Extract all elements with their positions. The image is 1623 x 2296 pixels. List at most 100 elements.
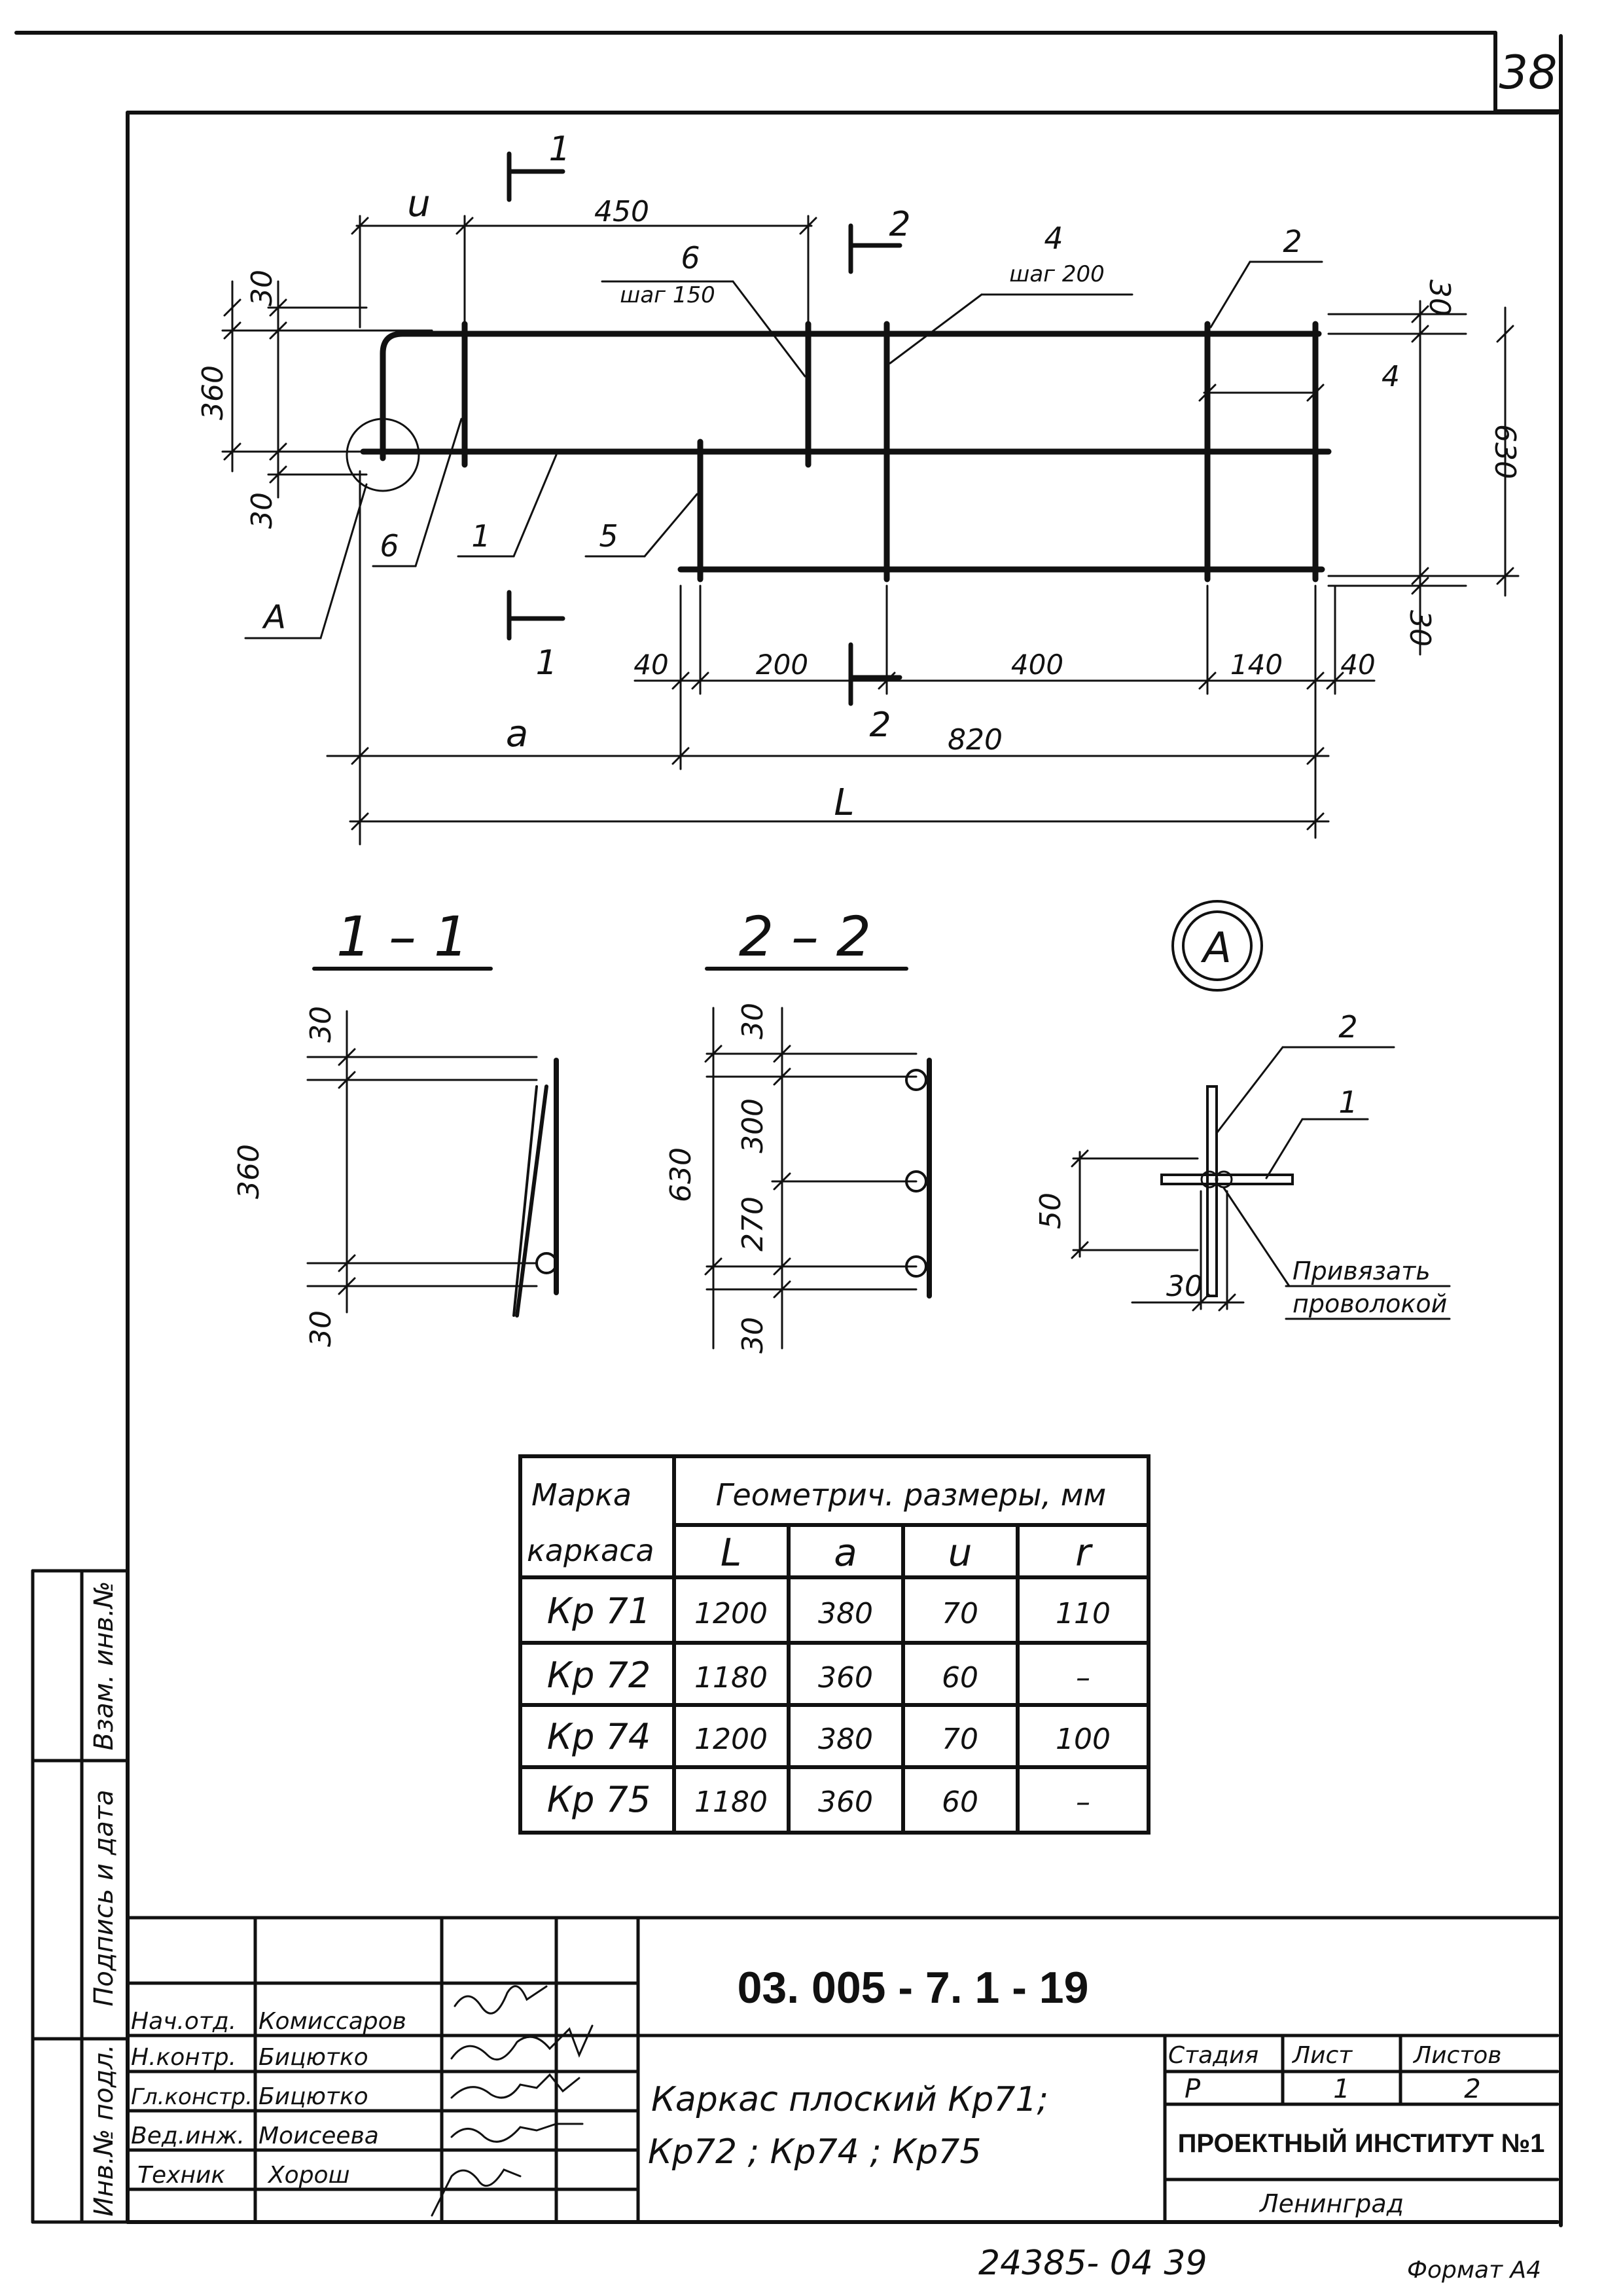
section-2-2-dim-300: 300	[736, 1098, 770, 1153]
plan-dim-360: 360	[196, 365, 230, 420]
plan-section-1-bot: 1	[535, 643, 557, 683]
section-1-1-dim-360: 360	[232, 1144, 266, 1199]
table-row-4-mark: Кр 75	[547, 1779, 651, 1820]
plan-section-1-top: 1	[548, 130, 570, 169]
plan-dim-30-top: 30	[245, 270, 279, 306]
detail-A-callout-1: 1	[1338, 1085, 1357, 1120]
plan-callout-4-top: 4	[1044, 221, 1063, 256]
plan-section-marks	[507, 151, 902, 706]
plan-callout-A: A	[262, 598, 286, 636]
tb-stage-label: Стадия	[1168, 2042, 1258, 2069]
footer-archive: 24385- 04 39	[978, 2244, 1207, 2283]
detail-A-note-line2: проволокой	[1293, 1289, 1447, 1318]
plan-leaders	[244, 260, 1323, 639]
table-header-mark-line2: каркаса	[527, 1533, 654, 1568]
plan-dim-40-left: 40	[633, 649, 668, 681]
plan-callout-6-step: шаг 150	[620, 282, 715, 308]
side-stamp-inv: Инв.№ подл.	[89, 2044, 119, 2216]
table-row-2-r: –	[1076, 1661, 1090, 1695]
footer-format: Формат А4	[1407, 2257, 1541, 2284]
plan-callout-4-step: шаг 200	[1009, 261, 1105, 287]
tb-sheet: 1	[1333, 2074, 1349, 2104]
detail-A-graphics	[1071, 900, 1451, 1320]
table-col-u: u	[948, 1530, 972, 1575]
section-1-1-dim-30-bot: 30	[304, 1310, 338, 1347]
table-row-2-a: 360	[818, 1661, 873, 1695]
sheet-number: 38	[1499, 46, 1557, 99]
tb-role-5: Техник	[137, 2162, 225, 2189]
tb-org: ПРОЕКТНЫЙ ИНСТИТУТ №1	[1178, 2128, 1545, 2158]
section-2-2-dim-30-top: 30	[736, 1003, 770, 1039]
detail-A-dim-30: 30	[1166, 1270, 1203, 1303]
tb-name-3: Бицютко	[259, 2083, 368, 2110]
plan-dimension-lines	[221, 215, 1520, 846]
tb-sheets: 2	[1464, 2074, 1480, 2104]
table-row-3-u: 70	[942, 1723, 978, 1756]
plan-dim-30-mid: 30	[245, 492, 279, 529]
table-row-2-u: 60	[942, 1661, 978, 1695]
table-row-2-mark: Кр 72	[547, 1655, 651, 1696]
side-stamp-frame	[31, 1569, 130, 2224]
plan-dim-140: 140	[1230, 649, 1283, 681]
tb-name-2: Бицютко	[259, 2044, 368, 2071]
plan-dim-450: 450	[594, 195, 649, 228]
plan-dim-L: L	[834, 781, 854, 824]
tb-name-5: Хорош	[267, 2162, 350, 2189]
detail-A-title: A	[1200, 924, 1232, 973]
tb-name-1: Комиссаров	[259, 2008, 406, 2035]
table-grid	[518, 1454, 1150, 1835]
tb-role-2: Н.контр.	[131, 2044, 236, 2071]
detail-A-note-line1: Привязать	[1293, 1257, 1431, 1285]
sheet-frame	[14, 31, 1563, 2227]
plan-dim-200: 200	[756, 649, 808, 681]
section-2-2-title: 2 – 2	[739, 905, 871, 969]
side-stamp-vzam: Взам. инв.№	[89, 1581, 119, 1751]
section-1-1-graphics	[306, 967, 559, 1318]
plan-section-2-bot: 2	[869, 706, 891, 745]
tb-title-line2: Кр72 ; Кр74 ; Кр75	[648, 2132, 981, 2172]
plan-callout-6-bot: 6	[380, 528, 399, 564]
plan-dim-820: 820	[948, 723, 1003, 757]
table-row-2-L: 1180	[694, 1661, 768, 1695]
tb-code: 03. 005 - 7. 1 - 19	[738, 1963, 1089, 2013]
table-row-4-r: –	[1076, 1785, 1090, 1819]
table-col-r: r	[1075, 1530, 1093, 1575]
section-2-2-dim-30-bot: 30	[736, 1317, 770, 1354]
table-row-1-a: 380	[818, 1597, 873, 1630]
tb-sheets-label: Листов	[1412, 2042, 1501, 2069]
section-2-2-dim-270: 270	[736, 1196, 770, 1251]
table-row-1-L: 1200	[694, 1597, 768, 1630]
section-1-1-title: 1 – 1	[336, 905, 469, 969]
table-row-1-r: 110	[1056, 1597, 1111, 1630]
plan-dim-40-right: 40	[1340, 649, 1375, 681]
tb-role-3: Гл.констр.	[131, 2084, 253, 2110]
plan-callout-1-bot: 1	[471, 518, 490, 554]
table-row-1-u: 70	[942, 1597, 978, 1630]
section-2-2-dim-630: 630	[664, 1147, 698, 1202]
table-row-4-L: 1180	[694, 1785, 768, 1819]
detail-A-callout-2: 2	[1338, 1009, 1357, 1045]
plan-dim-630: 630	[1488, 424, 1522, 479]
section-1-1-dim-30-top: 30	[304, 1006, 338, 1043]
tb-sheet-label: Лист	[1291, 2042, 1353, 2069]
tb-name-4: Моисеева	[259, 2123, 379, 2149]
plan-dim-u: u	[407, 183, 431, 225]
table-header-mark-line1: Марка	[531, 1477, 632, 1513]
table-row-3-a: 380	[818, 1723, 873, 1756]
tb-title-line1: Каркас плоский Кр71;	[651, 2080, 1048, 2119]
title-block-grid	[126, 1916, 1560, 2224]
plan-dim-30-right-top: 30	[1423, 279, 1456, 316]
plan-section-2-top: 2	[889, 205, 910, 244]
tb-city: Ленинград	[1258, 2189, 1404, 2218]
signatures	[431, 1985, 594, 2217]
plan-callout-5-bot: 5	[599, 518, 618, 554]
tb-role-4: Вед.инж.	[131, 2123, 245, 2149]
table-row-1-mark: Кр 71	[547, 1590, 651, 1632]
table-row-4-u: 60	[942, 1785, 978, 1819]
plan-dim-4-inner: 4	[1382, 360, 1400, 393]
table-col-a: a	[834, 1530, 857, 1575]
plan-rebars	[360, 321, 1332, 583]
detail-A-dim-50: 50	[1034, 1193, 1067, 1229]
table-header-group: Геометрич. размеры, мм	[716, 1477, 1106, 1513]
